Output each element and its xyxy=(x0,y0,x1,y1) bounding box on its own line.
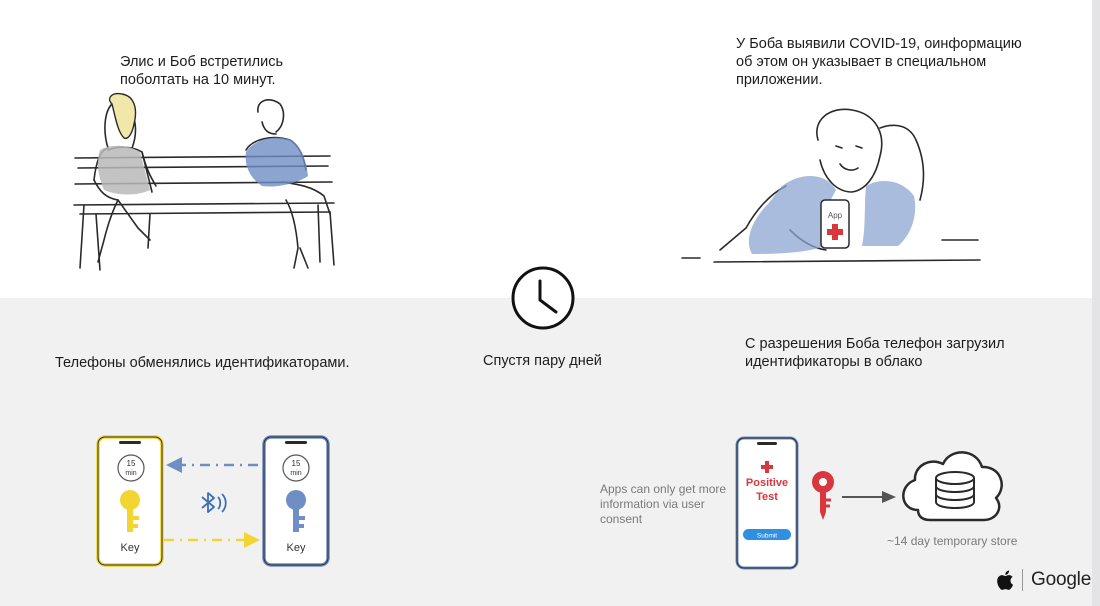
alice-phone: 15 min Key xyxy=(96,435,164,567)
timer-unit: min xyxy=(125,470,136,477)
bob-jacket xyxy=(245,137,308,187)
timer-number: 15 xyxy=(127,459,136,468)
bottom-panel xyxy=(0,298,1092,606)
apple-icon xyxy=(997,570,1013,590)
submit-label: Submit xyxy=(757,533,777,540)
small-phone: App xyxy=(820,199,850,249)
database-icon xyxy=(935,471,975,509)
timer-icon xyxy=(117,454,145,482)
bob-table-jacket xyxy=(748,175,916,254)
upload-arrowhead xyxy=(882,491,896,503)
consent-note: Apps can only get more information via u… xyxy=(600,482,727,526)
edge-strip xyxy=(1092,0,1100,606)
key-icon xyxy=(120,490,140,532)
alice-top xyxy=(97,145,150,195)
alice-hair xyxy=(108,92,137,140)
caption-uploaded: С разрешения Боба телефон загрузил идент… xyxy=(745,336,1005,370)
exchange-arrows xyxy=(164,457,260,548)
caption-meet: Элис и Боб встретились поболтать на 10 м… xyxy=(120,54,284,88)
logo-divider xyxy=(1022,569,1023,591)
positive-label: Positive xyxy=(746,477,788,489)
key-label: Key xyxy=(287,542,306,554)
bluetooth-icon xyxy=(201,492,227,513)
app-label: App xyxy=(828,211,843,220)
test-label: Test xyxy=(756,491,778,503)
timer-unit: min xyxy=(290,470,301,477)
key-icon xyxy=(286,490,306,532)
store-note: ~14 day temporary store xyxy=(887,534,1018,548)
caption-days-later: Спустя пару дней xyxy=(483,353,602,369)
key-icon xyxy=(812,471,834,520)
caption-exchanged: Телефоны обменялись идентификаторами. xyxy=(55,355,350,371)
timer-icon xyxy=(282,454,310,482)
submit-button xyxy=(743,529,791,540)
positive-test-phone: Positive Test Submit xyxy=(735,436,799,570)
clock-icon xyxy=(511,266,575,330)
caption-diagnosed: У Боба выявили COVID-19, оинформацию об … xyxy=(736,36,1022,88)
bob-phone: 15 min Key xyxy=(262,435,330,567)
timer-number: 15 xyxy=(292,459,301,468)
key-label: Key xyxy=(121,542,140,554)
brand-logo: Google xyxy=(996,566,1092,594)
google-wordmark: Google xyxy=(1031,569,1092,590)
cloud-icon xyxy=(902,451,1003,522)
